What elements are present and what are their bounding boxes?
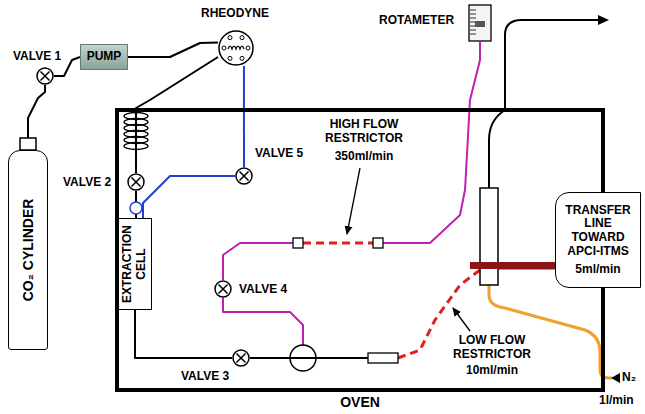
- transfer-line-box: TRANSFER LINE TOWARD APCI-ITMS 5ml/min: [555, 192, 641, 288]
- rotameter: ROTAMETER: [468, 4, 492, 42]
- annotation-label: LOW FLOW RESTRICTOR: [445, 334, 539, 362]
- injection-valve: RHEODYNE: [218, 30, 254, 66]
- node-sublabel: 5ml/min: [575, 263, 620, 277]
- nitrogen-arrowhead: [611, 373, 620, 383]
- rotameter-float: [475, 21, 485, 27]
- rotated-text-holder: CO₂ CYLINDER: [20, 154, 36, 346]
- leader-arrow: [347, 168, 360, 234]
- extraction-cell: EXTRACTION CELL: [118, 218, 152, 310]
- gas-cylinder: CO₂ CYLINDER: [8, 150, 48, 350]
- valve-symbol: [127, 173, 145, 191]
- scale-tick: [470, 34, 476, 35]
- pipe-segment: [128, 43, 218, 57]
- node-label: EXTRACTION CELL: [121, 222, 149, 306]
- pump-box: PUMP: [80, 44, 128, 70]
- rheo-symbol: [218, 30, 254, 66]
- node-label: CO₂ CYLINDER: [20, 154, 36, 346]
- pipe-segment: [223, 298, 303, 345]
- valve-symbol: VALVE 2: [127, 173, 145, 191]
- restrictor-fitting: [373, 238, 383, 248]
- port: [228, 56, 232, 60]
- pipe-connector: [143, 176, 235, 218]
- annotation-label: 350ml/min: [318, 150, 410, 164]
- tee-fitting: [130, 202, 142, 214]
- annotation-label: 1l/min: [598, 394, 635, 408]
- sample-loop: [228, 46, 244, 49]
- restrictor-fitting: [293, 238, 303, 248]
- rotameter-tube: [469, 5, 491, 41]
- coil: [124, 113, 148, 150]
- valve-symbol: [214, 280, 232, 298]
- pipe-segment: [250, 357, 368, 359]
- valve-body: [219, 31, 253, 65]
- scale-tick: [470, 30, 476, 31]
- valve-symbol: [235, 167, 253, 185]
- node-label: VALVE 5: [254, 147, 304, 161]
- valve-cross: [240, 172, 249, 181]
- port: [228, 36, 232, 40]
- restrictor-fitting: [368, 353, 398, 363]
- valve-cross: [132, 178, 141, 187]
- node-label: ROTAMETER: [378, 14, 455, 28]
- port: [246, 46, 250, 50]
- valve-symbol: VALVE 1: [36, 67, 54, 85]
- node-label: TRANSFER LINE TOWARD APCI-ITMS: [560, 204, 636, 259]
- node-label: OVEN: [339, 394, 381, 410]
- pipe-connector: [243, 66, 244, 167]
- heated-transfer-bar: [470, 262, 560, 269]
- annotation-label: 10ml/min: [445, 364, 539, 378]
- scale-tick: [470, 18, 476, 19]
- valve-symbol: [36, 67, 54, 85]
- valve-body: [236, 168, 252, 184]
- port: [240, 56, 244, 60]
- pipe-connector: [223, 42, 480, 280]
- scale-tick: [470, 14, 476, 15]
- port: [240, 36, 244, 40]
- scale-tick: [470, 10, 476, 11]
- leader-arrow: [453, 308, 470, 331]
- annotation-label: HIGH FLOW RESTRICTOR: [318, 118, 410, 146]
- pipe-connector: [135, 310, 232, 358]
- node-label: VALVE 3: [180, 370, 230, 384]
- mixing-union: [480, 188, 498, 285]
- pipe-segment: [243, 66, 245, 167]
- pipe-segment: [143, 176, 235, 218]
- node-label: VALVE 4: [238, 283, 288, 297]
- valve-symbol: VALVE 4: [214, 280, 232, 298]
- tee-fitting: [290, 345, 316, 371]
- valve-body: [128, 174, 144, 190]
- exhaust-arrowhead: [598, 15, 609, 25]
- pipe-segment: [223, 243, 293, 280]
- pipe-connector: [128, 43, 218, 57]
- annotation-label: N₂: [621, 371, 637, 385]
- node-label: RHEODYNE: [200, 7, 270, 21]
- valve-cross: [41, 72, 50, 81]
- rotated-text-holder: EXTRACTION CELL: [121, 222, 149, 306]
- pipe-segment: [303, 242, 373, 245]
- valve-body: [215, 281, 231, 297]
- node-label: VALVE 1: [12, 50, 62, 64]
- rotam-symbol: [468, 4, 492, 42]
- valve-symbol: [232, 349, 250, 367]
- cylinder-neck: [20, 138, 36, 150]
- valve-symbol: VALVE 5: [235, 167, 253, 185]
- pipe-connector: [223, 298, 303, 358]
- valve-cross: [219, 285, 228, 294]
- exhaust-line: [489, 20, 598, 188]
- valve-symbol: VALVE 3: [232, 349, 250, 367]
- node-label: PUMP: [87, 50, 122, 64]
- valve-body: [37, 68, 53, 84]
- node-label: VALVE 2: [62, 176, 112, 190]
- valve-cross: [237, 354, 246, 363]
- valve-body: [233, 350, 249, 366]
- port: [222, 46, 226, 50]
- pipe-segment: [135, 310, 232, 358]
